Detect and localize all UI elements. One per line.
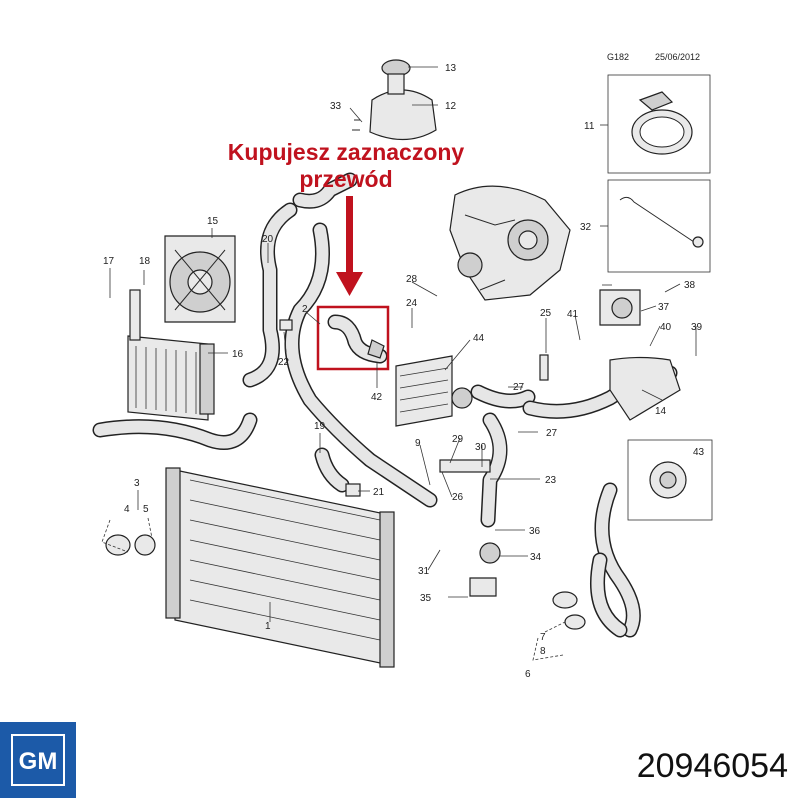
hose-clamp-part-11 (631, 91, 693, 155)
label-3: 3 (134, 478, 140, 489)
label-21: 21 (373, 487, 385, 498)
leader-lines (101, 66, 697, 661)
label-19: 19 (314, 421, 326, 432)
label-20: 20 (262, 234, 274, 245)
fan-shroud (164, 235, 236, 323)
label-35: 35 (420, 593, 432, 604)
inset-box-clamp (607, 74, 711, 174)
label-23: 23 (545, 475, 557, 486)
label-41: 41 (567, 309, 579, 320)
label-44: 44 (473, 333, 485, 344)
label-39: 39 (691, 322, 703, 333)
diagram-code: G182 (607, 52, 629, 62)
label-32: 32 (580, 222, 592, 233)
label-42: 42 (371, 392, 383, 403)
label-27-upper: 27 (513, 382, 525, 393)
label-4: 4 (124, 504, 130, 515)
callout-line-2: przewód (299, 166, 392, 192)
label-17: 17 (103, 256, 115, 267)
label-27-lower: 27 (546, 428, 558, 439)
expansion-tank (352, 59, 437, 141)
label-9: 9 (415, 438, 421, 449)
turbocharger (449, 185, 571, 301)
label-16: 16 (232, 349, 244, 360)
label-8: 8 (540, 646, 546, 657)
coolant-hoses (92, 172, 678, 638)
inset-box-thermostat (627, 439, 713, 521)
label-40: 40 (660, 322, 672, 333)
diagram-date: 25/06/2012 (655, 52, 700, 62)
label-13: 13 (445, 63, 457, 74)
gm-logo-text: GM (19, 748, 58, 775)
label-43: 43 (693, 447, 705, 458)
label-26: 26 (452, 492, 464, 503)
label-33: 33 (330, 101, 342, 112)
label-5: 5 (143, 504, 149, 515)
label-14: 14 (655, 406, 667, 417)
thermostat-part-43 (649, 461, 687, 499)
intercooler (127, 335, 215, 421)
part-number: 20946054 (637, 747, 788, 785)
label-37: 37 (658, 302, 670, 313)
label-36: 36 (529, 526, 541, 537)
label-18: 18 (139, 256, 151, 267)
radiator (165, 467, 395, 668)
label-30: 30 (475, 442, 487, 453)
gm-logo: GM (0, 722, 76, 798)
callout-arrow-icon (336, 196, 363, 296)
label-25: 25 (540, 308, 552, 319)
label-22: 22 (278, 357, 290, 368)
label-29: 29 (452, 434, 464, 445)
dipstick-part-32 (619, 196, 704, 248)
small-parts (105, 289, 681, 630)
label-28: 28 (406, 274, 418, 285)
highlighted-hose (327, 314, 388, 364)
label-24: 24 (406, 298, 418, 309)
label-38: 38 (684, 280, 696, 291)
label-7: 7 (540, 632, 546, 643)
callout-line-1: Kupujesz zaznaczony (228, 139, 465, 165)
label-11: 11 (584, 121, 595, 132)
highlight-box (316, 305, 390, 371)
inset-box-dipstick (607, 179, 711, 273)
part-number-labels: 13 12 33 11 32 15 20 17 18 16 22 2 42 28… (103, 63, 705, 680)
label-2: 2 (302, 304, 308, 315)
label-6: 6 (525, 669, 531, 680)
label-15: 15 (207, 216, 219, 227)
label-31: 31 (418, 566, 430, 577)
label-12: 12 (445, 101, 457, 112)
charge-air-cooler (395, 355, 473, 427)
label-1: 1 (265, 621, 271, 632)
label-34: 34 (530, 552, 542, 563)
